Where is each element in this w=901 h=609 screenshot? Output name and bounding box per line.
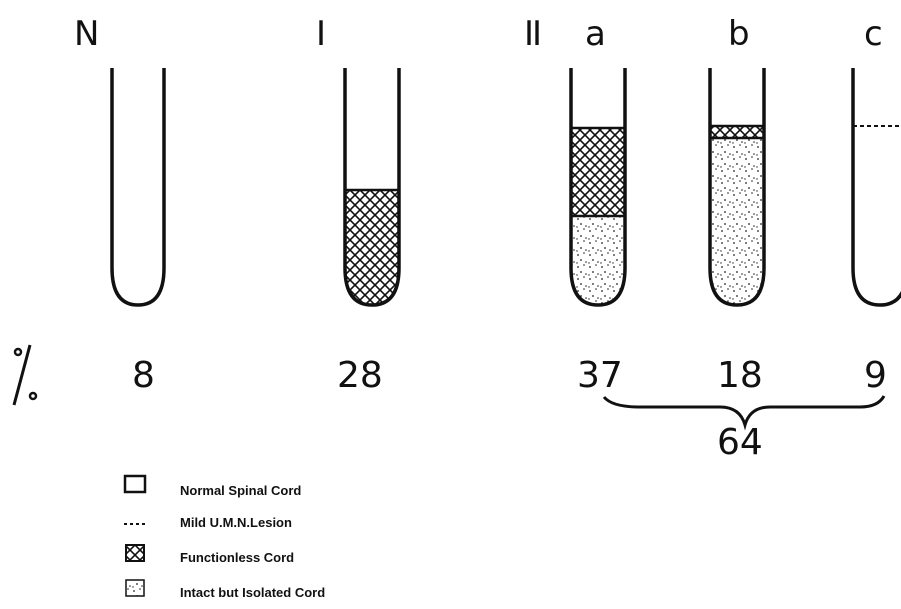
- tube-IIa: [566, 68, 632, 311]
- legend-normal-label: Normal Spinal Cord: [180, 483, 301, 498]
- legend-mild-label: Mild U.M.N.Lesion: [180, 515, 292, 530]
- percent-symbol: %: [8, 345, 9, 346]
- group-total: 64: [717, 422, 763, 463]
- legend-functionless-icon: [126, 545, 144, 561]
- percent-IIc: 9: [864, 355, 887, 396]
- percent-IIb: 18: [717, 355, 763, 396]
- legend-normal-icon: [125, 476, 145, 492]
- tube-IIb: [705, 68, 771, 310]
- legend-isolated-label: Intact but Isolated Cord: [180, 585, 325, 600]
- legend-functionless-label: Functionless Cord: [180, 550, 294, 565]
- tube-N: [112, 68, 164, 305]
- tube-IIc: [853, 68, 901, 305]
- percent-symbol-mark: [14, 345, 36, 405]
- percent-IIa: 37: [577, 355, 623, 396]
- percent-I: 28: [337, 355, 383, 396]
- percent-N: 8: [132, 355, 155, 396]
- tube-I: [340, 68, 406, 310]
- legend-isolated-icon: [126, 580, 144, 596]
- group-brace: [604, 396, 884, 425]
